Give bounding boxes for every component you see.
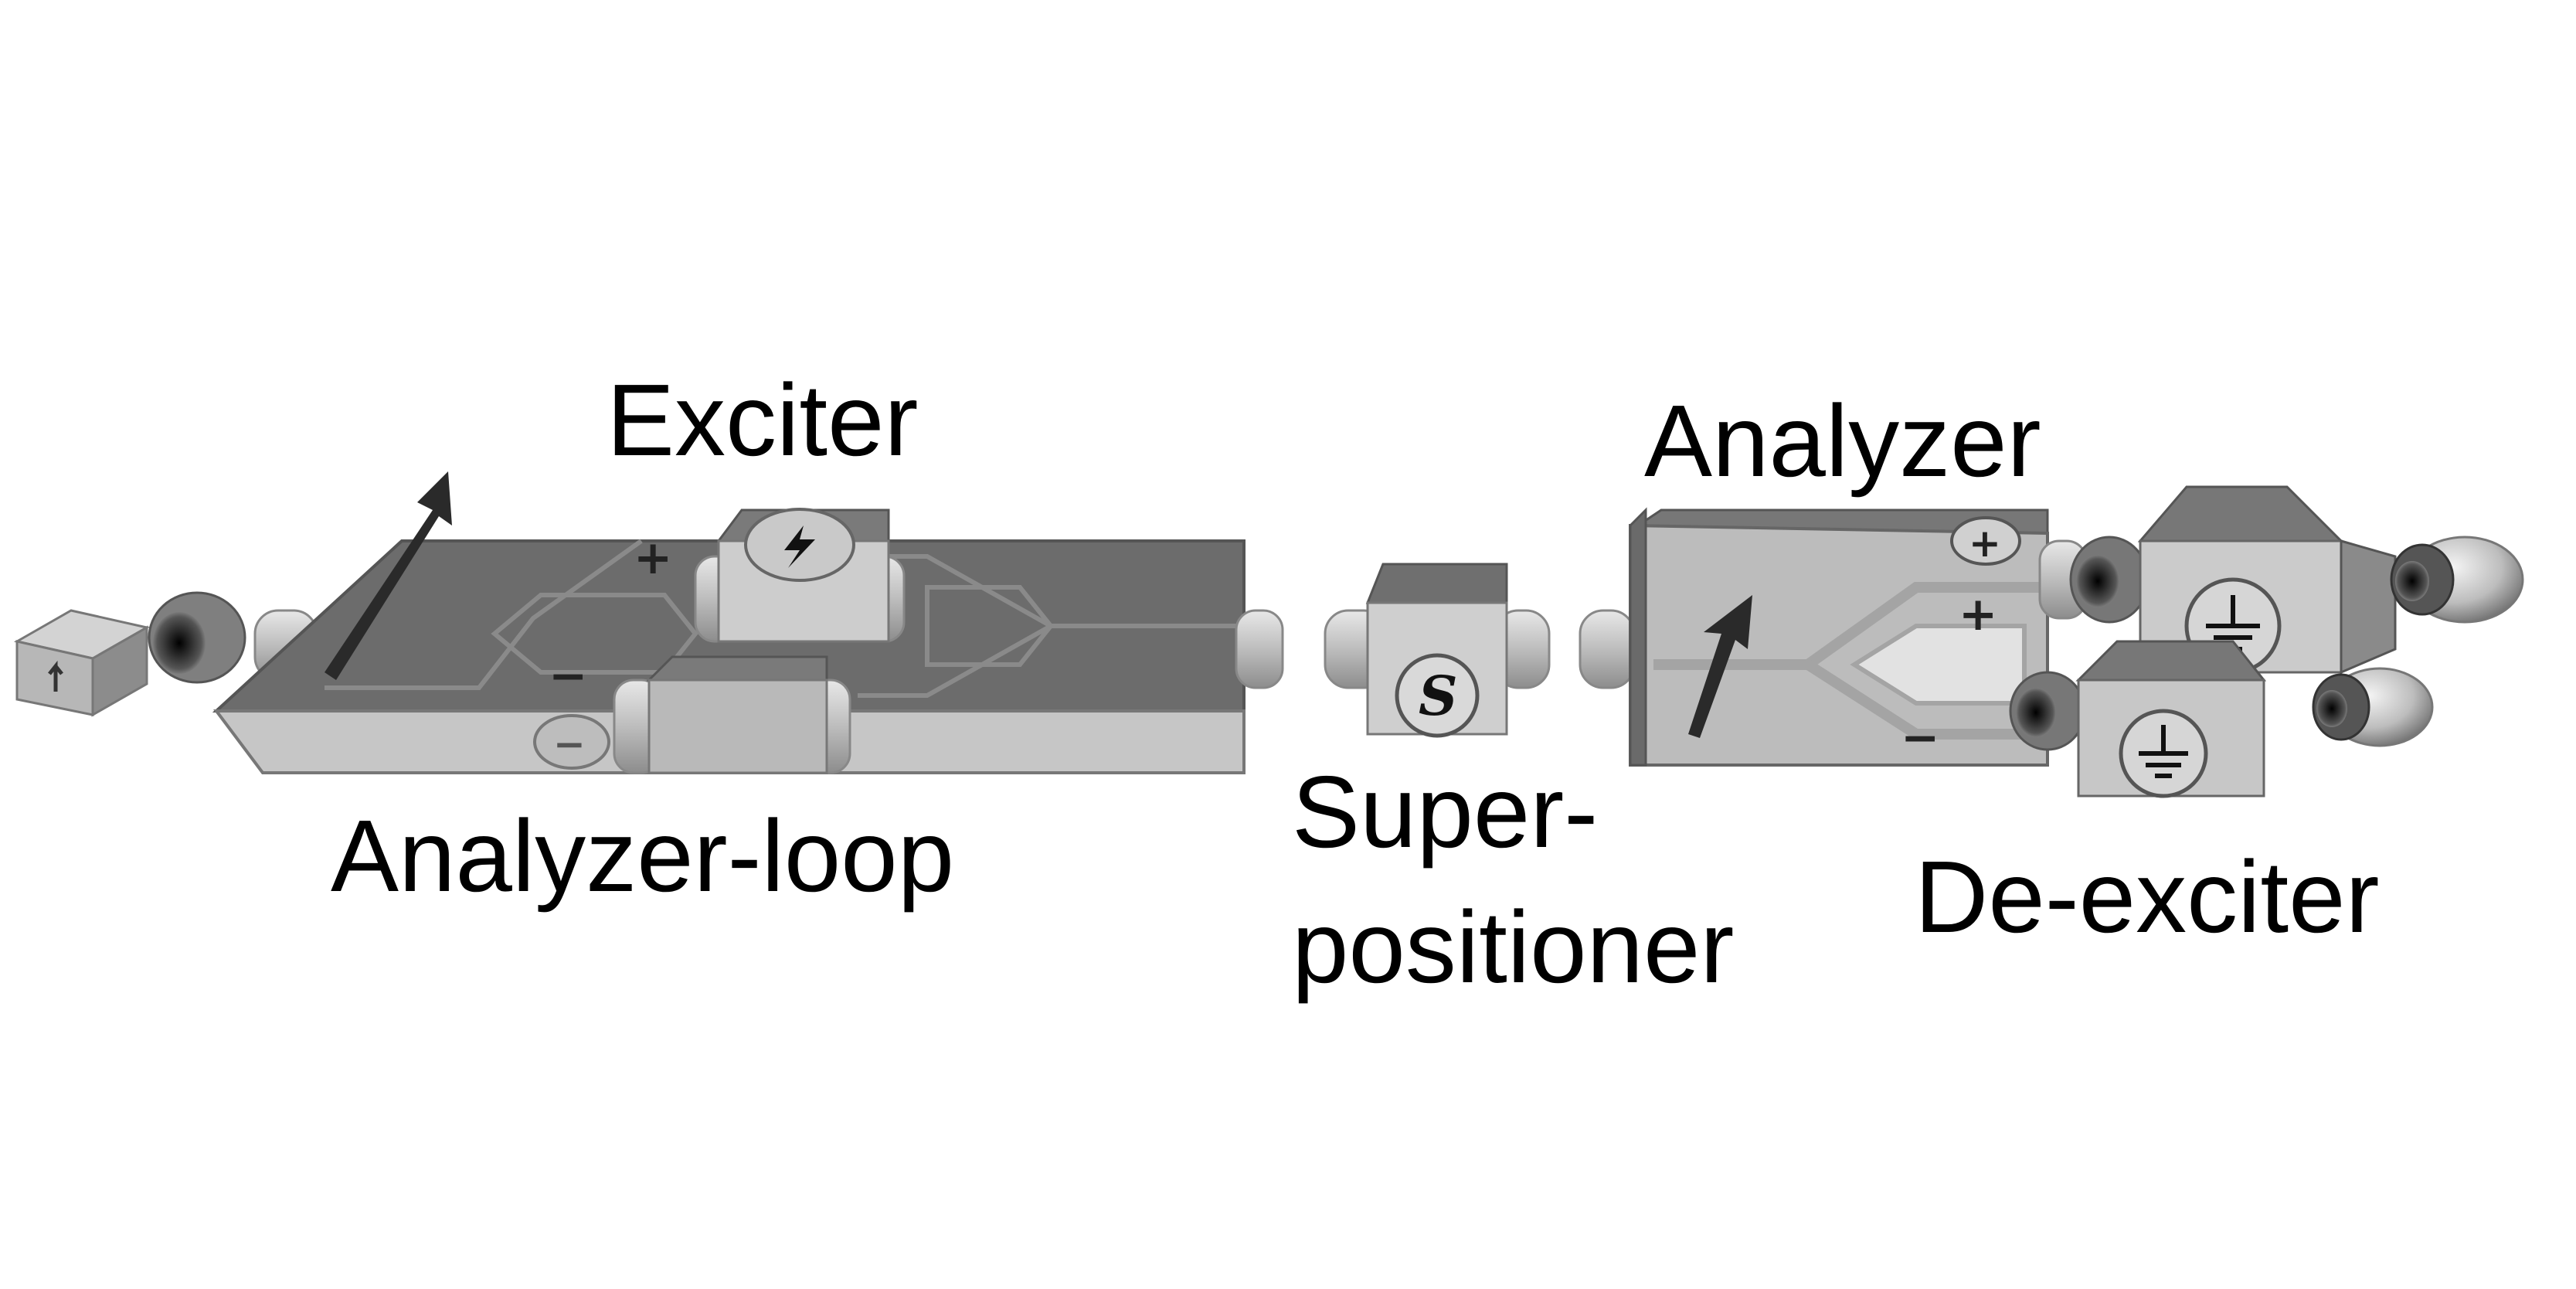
ground-icon [2139,725,2188,778]
up-arrow-icon [1688,595,1752,738]
source-block [13,609,151,717]
minus-coin-sign: − [553,722,586,767]
plus-coin-sign: + [1969,521,2001,566]
superpositioner-label-line2: positioner [1292,890,1735,1004]
analyzer-label: Analyzer [1644,384,2041,498]
exciter-block [694,508,906,643]
plus-sign: + [1959,587,1997,641]
superpositioner-label-line1: Super- [1292,755,1599,869]
analyzer-device: + − + [1579,507,2088,767]
minus-sign: − [549,649,587,703]
superpositioner-device: S [1324,563,1551,738]
detector-upper [2390,536,2524,624]
source-emitter [148,591,246,684]
de-exciter-label: De-exciter [1915,840,2380,954]
superpositioner-symbol: S [1419,664,1458,728]
minus-sign: − [1901,711,1939,765]
lightning-icon [784,525,815,568]
detector-lower [2312,667,2434,747]
analyzer-loop-inner-block [613,655,851,774]
plus-sign: + [634,531,672,585]
up-arrow-icon [325,471,452,680]
de-exciter-lower [2009,640,2267,798]
analyzer-loop-label: Analyzer-loop [331,799,955,913]
exciter-label: Exciter [607,363,919,477]
up-arrow-icon [48,660,63,692]
